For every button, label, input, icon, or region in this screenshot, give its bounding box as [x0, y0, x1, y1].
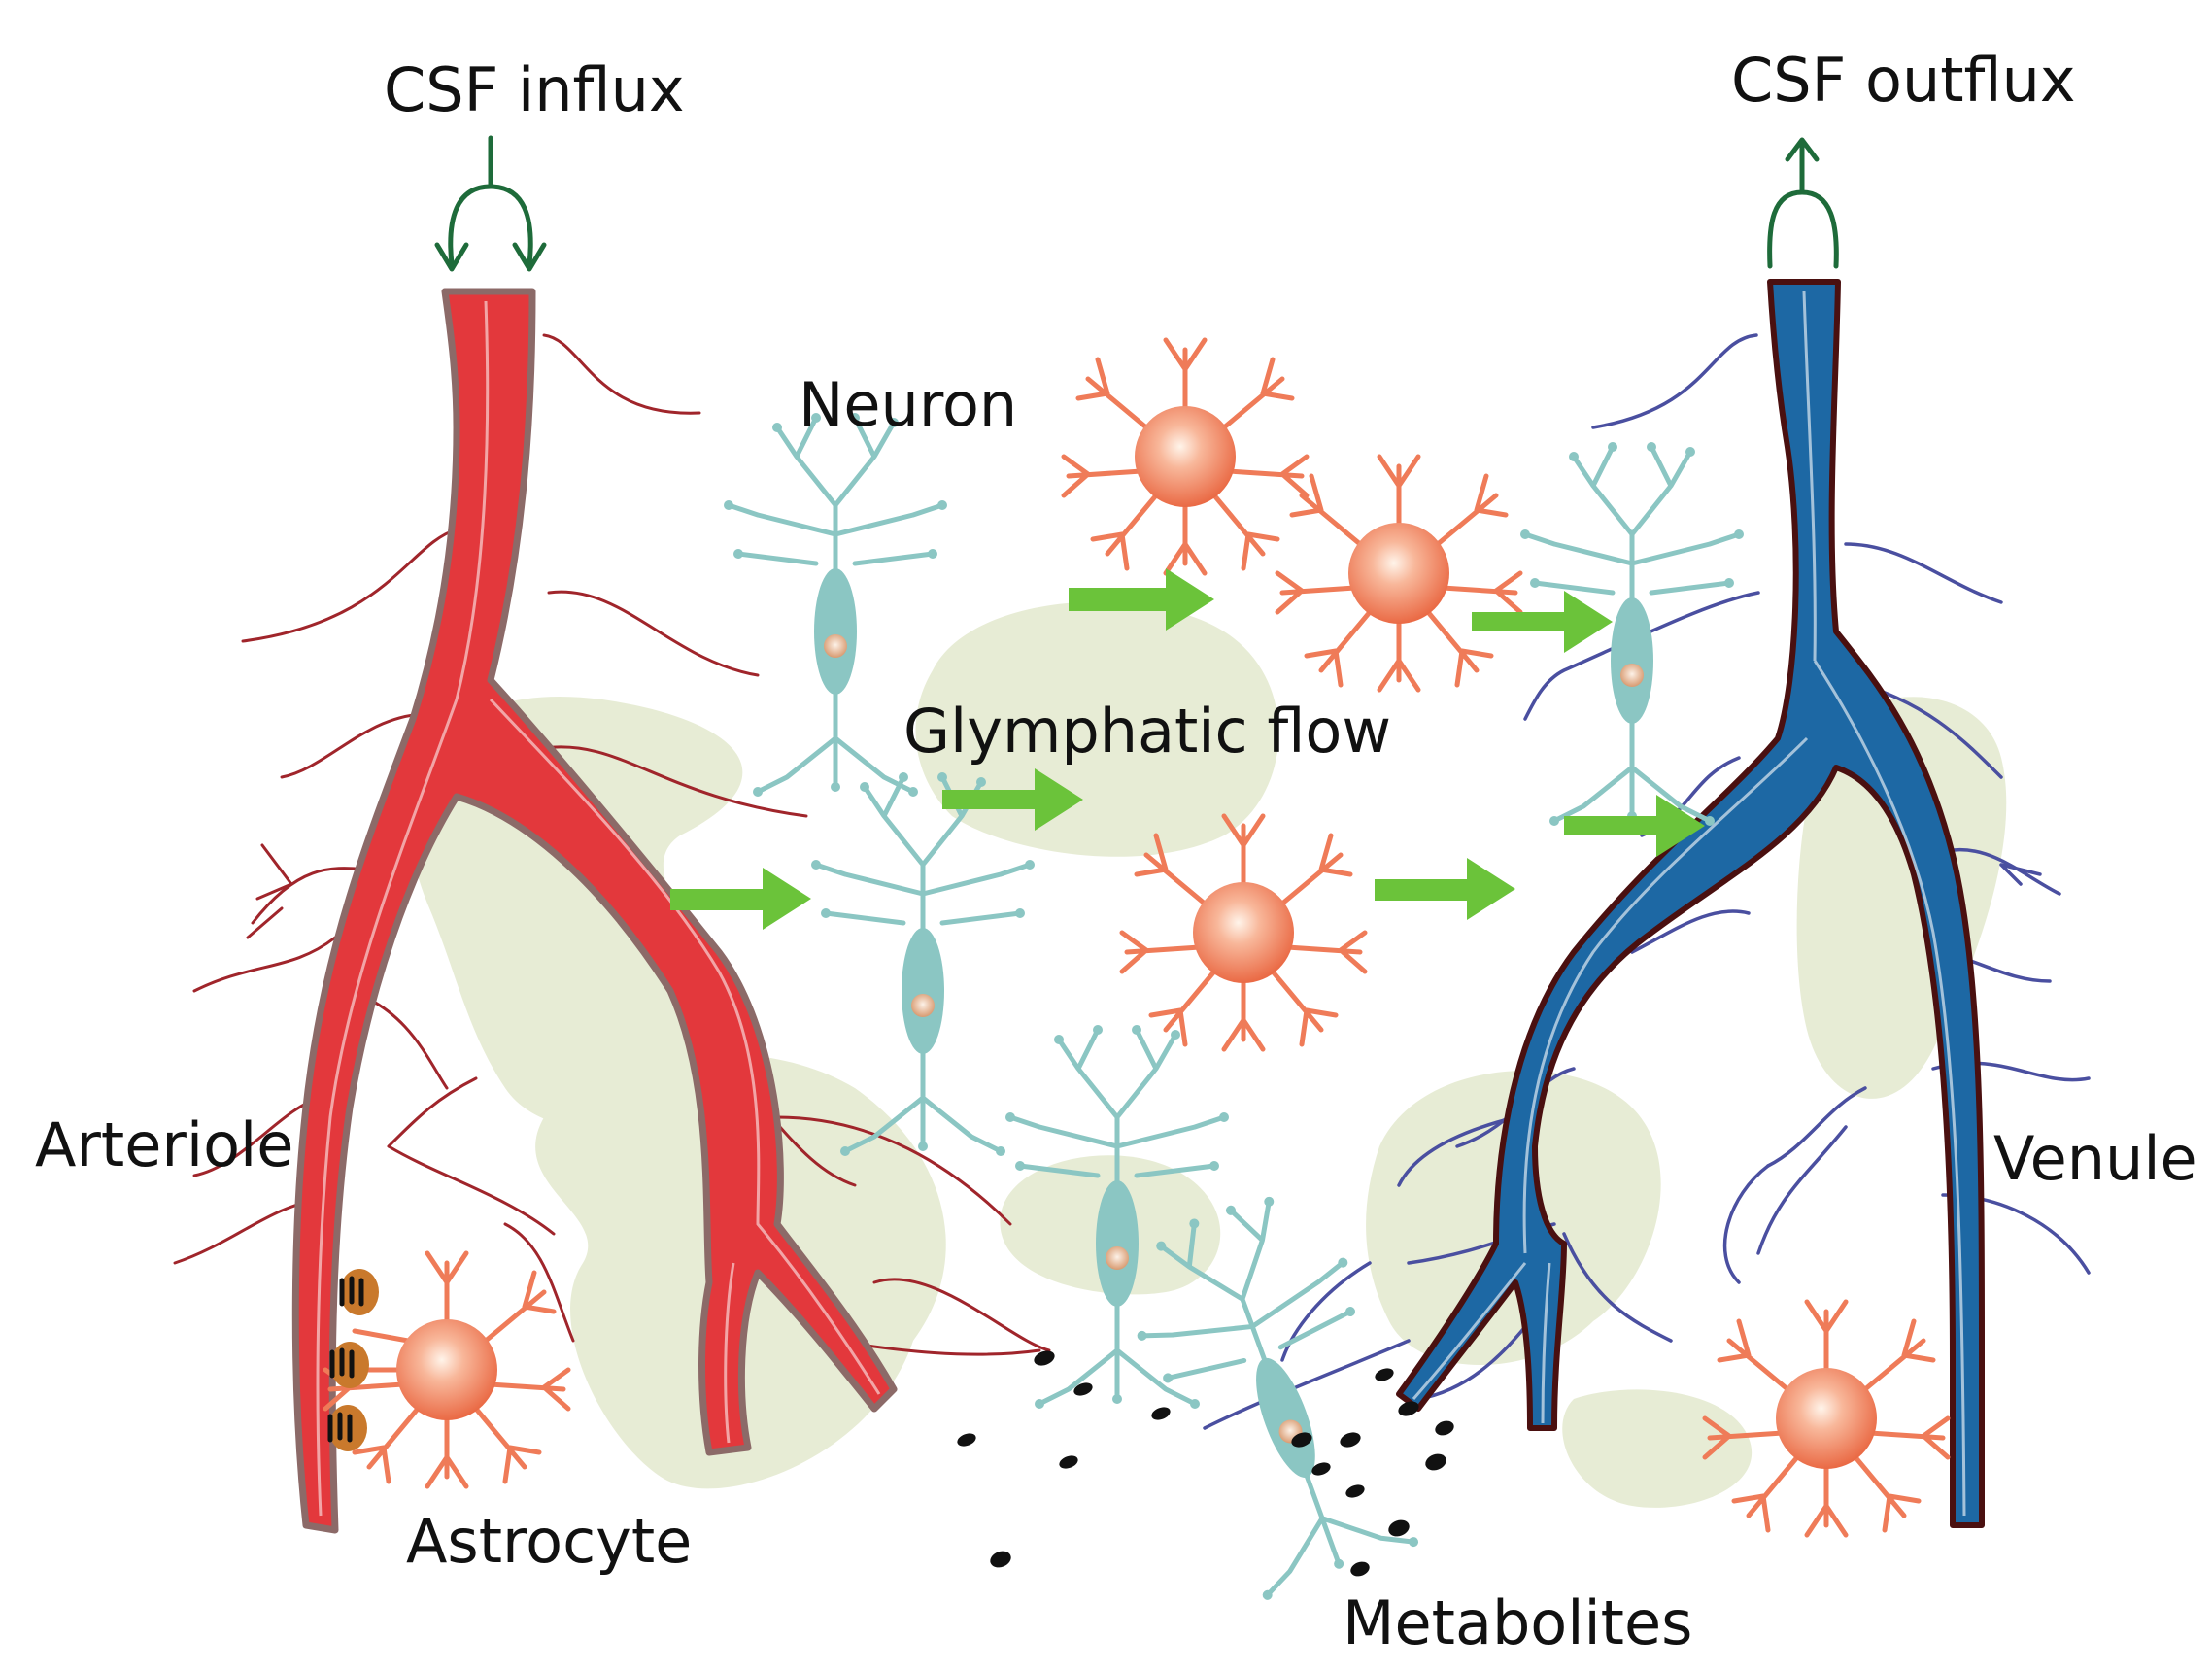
metabolite-dot: [990, 1551, 1011, 1568]
astrocyte-endfeet: [327, 1269, 379, 1451]
metabolite-dot: [1151, 1407, 1171, 1420]
glymphatic-flow-label: Glymphatic flow: [903, 696, 1392, 767]
metabolite-dot: [1388, 1519, 1410, 1537]
flow-arrow-icon: [670, 868, 811, 930]
astrocyte-icon: [1702, 1299, 1951, 1538]
astrocyte-icon: [323, 1250, 571, 1489]
astrocyte-icon: [1119, 813, 1368, 1052]
metabolite-dot: [1059, 1455, 1078, 1469]
metabolite-dot: [1345, 1484, 1365, 1498]
neuron-icon: [811, 772, 1035, 1156]
venule-label: Venule: [1993, 1123, 2197, 1194]
metabolite-dot: [1350, 1561, 1370, 1577]
csf-influx-label: CSF influx: [384, 54, 685, 125]
neuron-icon: [1005, 1025, 1229, 1409]
neuron-label: Neuron: [799, 369, 1018, 440]
arteriole-vessel: [291, 288, 898, 1534]
csf-outflux-arrow: [1767, 137, 1839, 269]
metabolite-dots: [957, 1350, 1454, 1577]
flow-arrow-icon: [942, 768, 1083, 831]
metabolite-dot: [1425, 1453, 1446, 1471]
astrocyte-icon: [1275, 454, 1523, 693]
venule-vessel: [1396, 279, 1985, 1528]
arteriole-label: Arteriole: [35, 1109, 294, 1180]
metabolite-dot: [1034, 1350, 1055, 1366]
flow-arrow-icon: [1375, 858, 1515, 920]
neuron-icon: [1137, 1196, 1419, 1600]
metabolite-dot: [1375, 1368, 1394, 1381]
metabolite-dot: [1340, 1432, 1361, 1448]
csf-outflux-label: CSF outflux: [1731, 45, 2076, 116]
metabolite-dot: [957, 1433, 976, 1447]
neuron-icon: [1520, 442, 1744, 826]
metabolites-label: Metabolites: [1343, 1587, 1693, 1658]
astrocyte-label: Astrocyte: [406, 1506, 693, 1577]
metabolite-dot: [1311, 1462, 1331, 1476]
metabolite-dot: [1435, 1420, 1454, 1436]
flow-arrow-icon: [1472, 591, 1613, 653]
metabolite-dot: [1398, 1401, 1419, 1416]
neuron-icon: [724, 413, 947, 797]
astrocyte-icon: [1061, 337, 1310, 576]
csf-influx-arrow: [434, 135, 547, 272]
metabolite-dot: [1073, 1382, 1093, 1396]
flow-arrow-icon: [1564, 795, 1705, 857]
flow-arrow-icon: [1069, 568, 1214, 631]
metabolite-dot: [1291, 1432, 1312, 1448]
